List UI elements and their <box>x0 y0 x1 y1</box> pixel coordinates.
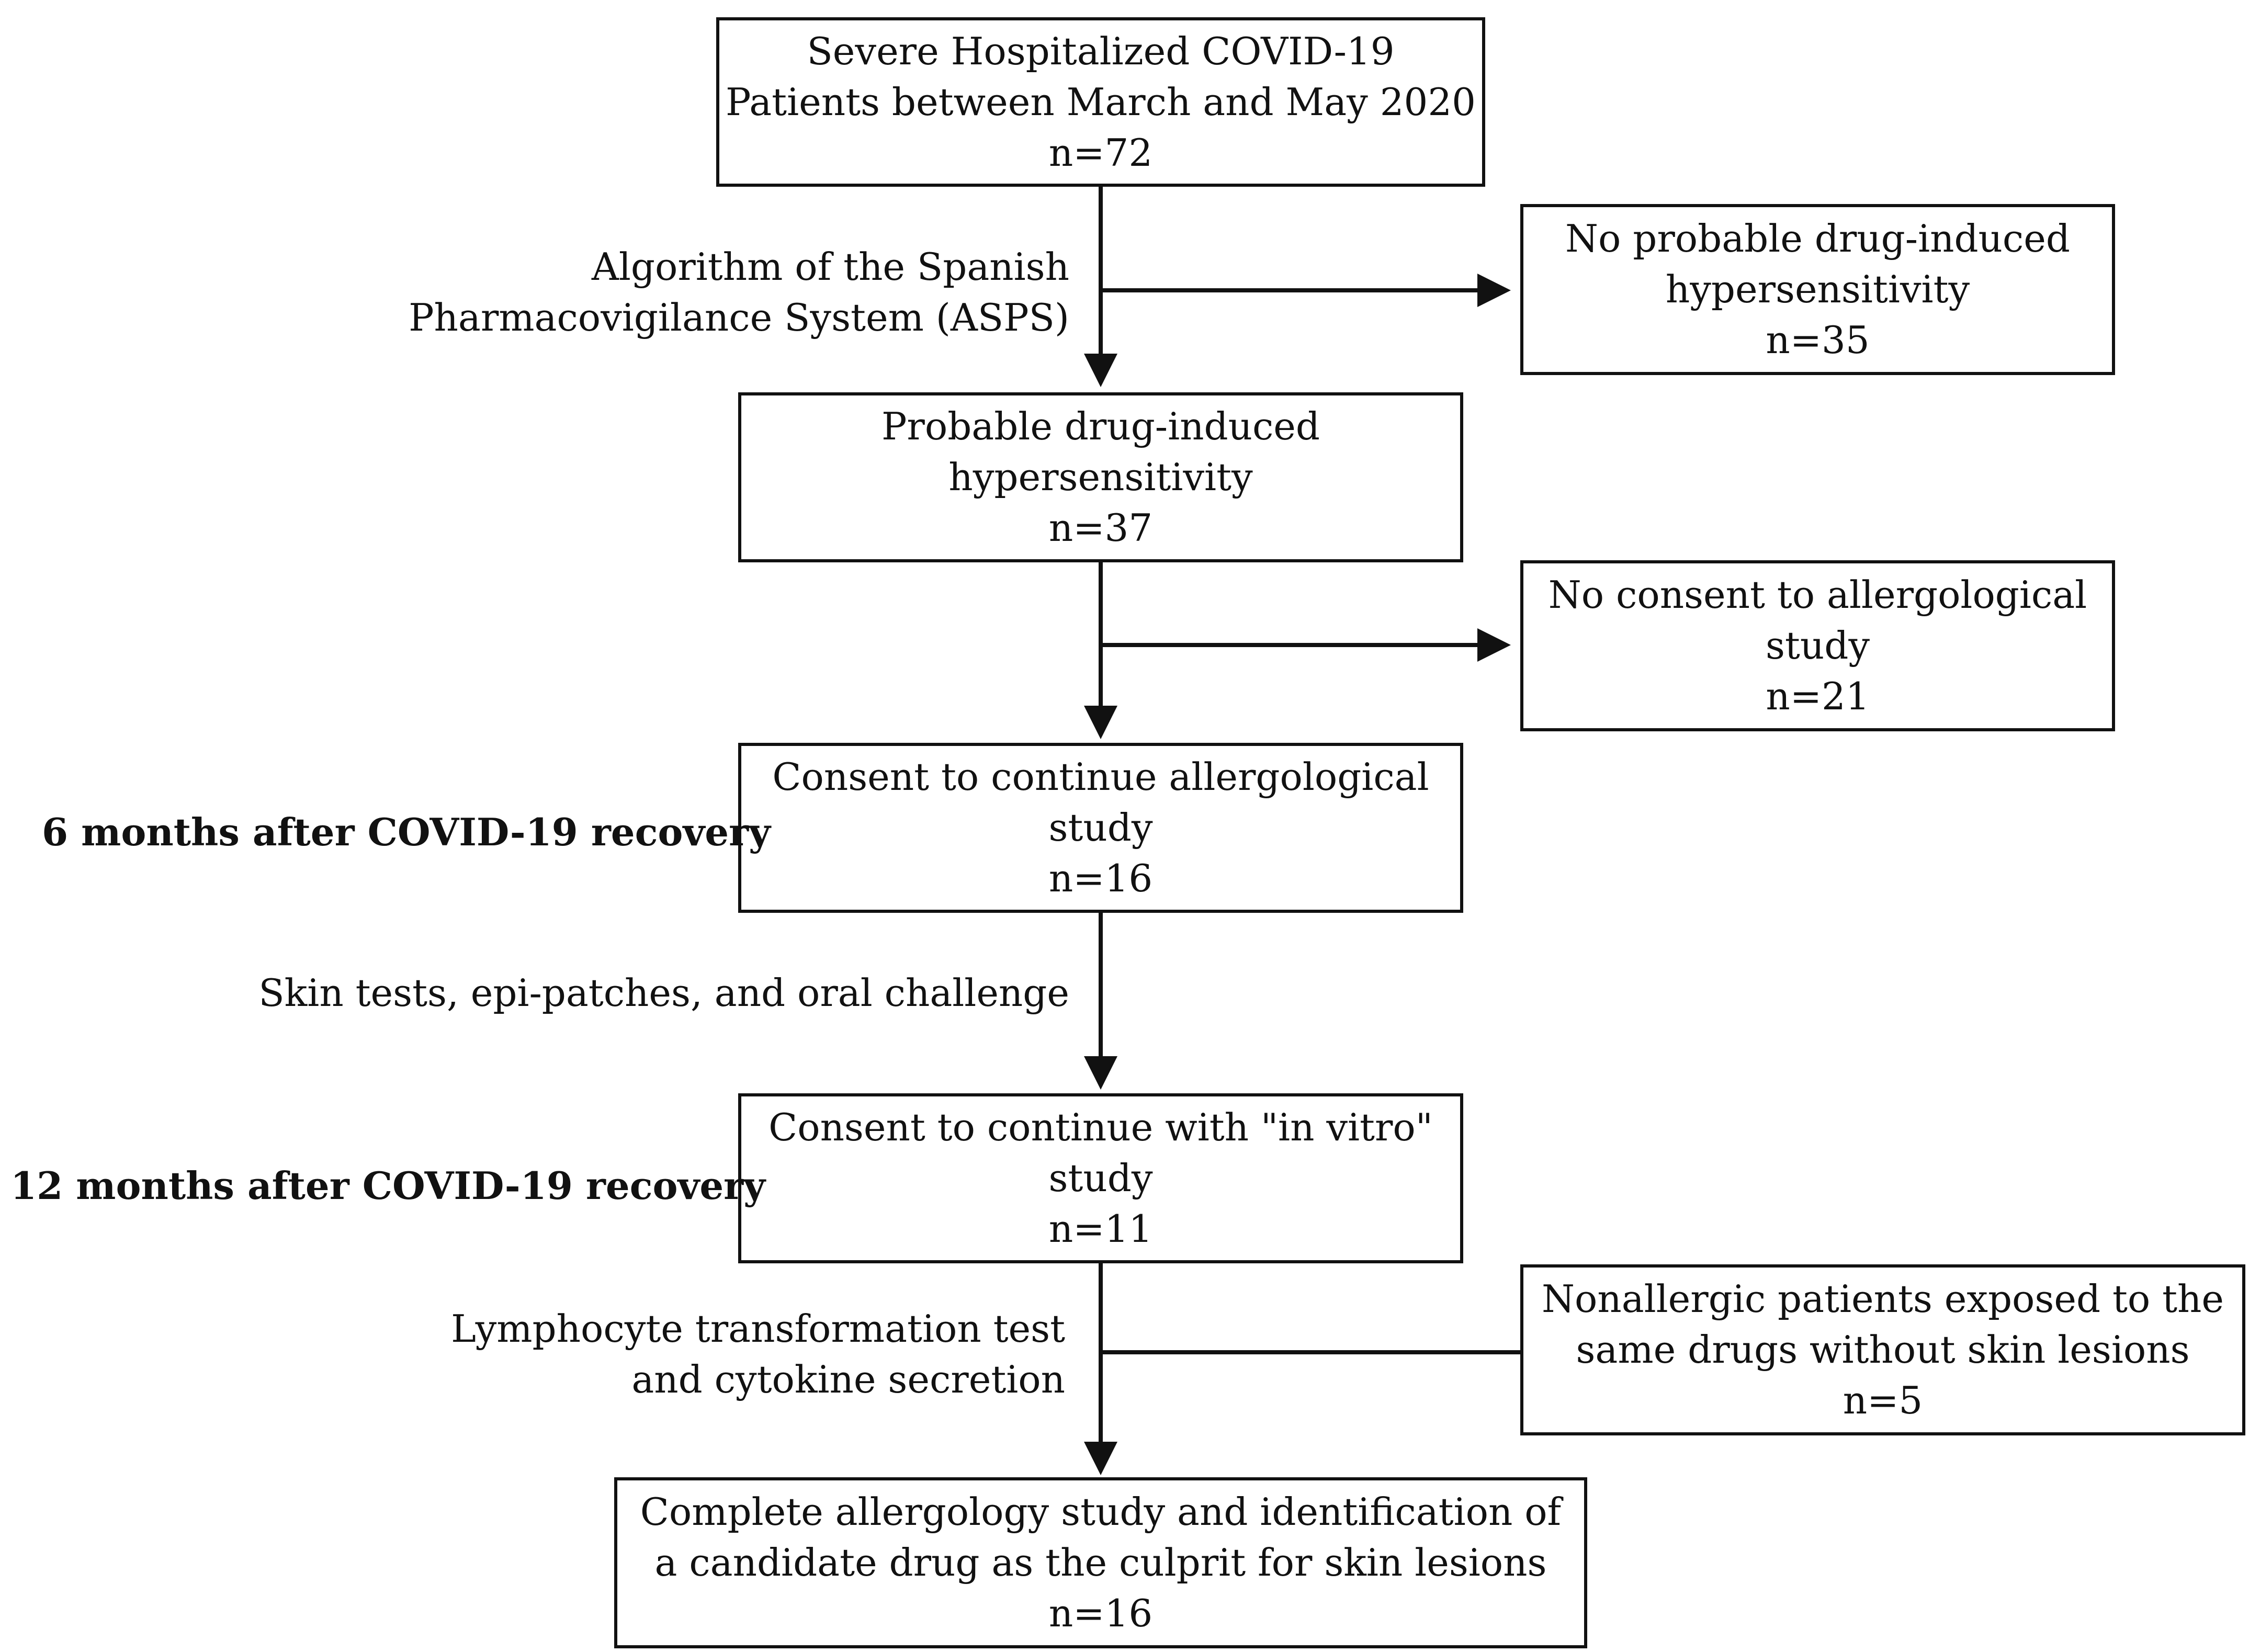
box-consent-in-vitro: Consent to continue with "in vitro" stud… <box>738 1093 1463 1263</box>
box-start-cohort: Severe Hospitalized COVID-19 Patients be… <box>716 17 1485 187</box>
box-no-probable-hypersensitivity: No probable drug-induced hypersensitivit… <box>1520 204 2115 375</box>
box-complete-line-2: a candidate drug as the culprit for skin… <box>654 1541 1547 1585</box>
label-ltt-line-1: Lymphocyte transformation test <box>451 1307 1065 1351</box>
box-consent-line-3: n=16 <box>1048 856 1153 900</box>
box-complete-line-3: n=16 <box>1048 1591 1153 1635</box>
box-controls-line-3: n=5 <box>1843 1378 1923 1422</box>
label-lymphocyte-test: Lymphocyte transformation test and cytok… <box>451 1304 1065 1405</box>
box-consent-line-2: study <box>1048 806 1153 850</box>
box-excl-asps-line-3: n=35 <box>1766 318 1870 362</box>
box-invitro-line-3: n=11 <box>1048 1207 1153 1251</box>
box-probable-line-3: n=37 <box>1048 506 1153 550</box>
label-six-months: 6 months after COVID-19 recovery <box>42 810 771 854</box>
box-invitro-line-2: study <box>1048 1156 1153 1200</box>
box-excl-asps-line-2: hypersensitivity <box>1665 267 1970 311</box>
label-ltt-line-2: and cytokine secretion <box>631 1357 1065 1401</box>
box-excl-consent-line-3: n=21 <box>1766 674 1870 718</box>
box-nonallergic-controls: Nonallergic patients exposed to the same… <box>1520 1264 2245 1435</box>
box-controls-line-1: Nonallergic patients exposed to the <box>1541 1277 2224 1321</box>
box-excl-consent-line-2: study <box>1765 624 1870 667</box>
box-probable-line-1: Probable drug-induced <box>881 404 1320 448</box>
box-probable-hypersensitivity: Probable drug-induced hypersensitivity n… <box>738 392 1463 562</box>
label-skin-tests: Skin tests, epi-patches, and oral challe… <box>258 968 1069 1019</box>
box-consent-allergological: Consent to continue allergological study… <box>738 743 1463 913</box>
label-asps-algorithm: Algorithm of the Spanish Pharmacovigilan… <box>409 242 1069 343</box>
box-excl-consent-line-1: No consent to allergological <box>1548 573 2087 617</box>
box-consent-line-1: Consent to continue allergological <box>772 755 1429 799</box>
box-start-line-1: Severe Hospitalized COVID-19 <box>807 29 1395 73</box>
label-asps-line-2: Pharmacovigilance System (ASPS) <box>409 296 1069 340</box>
box-start-line-2: Patients between March and May 2020 <box>726 80 1476 124</box>
box-complete-study: Complete allergology study and identific… <box>614 1477 1587 1648</box>
label-asps-line-1: Algorithm of the Spanish <box>591 245 1069 289</box>
box-excl-asps-line-1: No probable drug-induced <box>1565 217 2070 261</box>
box-controls-line-2: same drugs without skin lesions <box>1576 1328 2190 1372</box>
box-probable-line-2: hypersensitivity <box>948 455 1253 499</box>
label-skin-tests-line-1: Skin tests, epi-patches, and oral challe… <box>258 971 1069 1015</box>
box-start-line-3: n=72 <box>1048 130 1153 175</box>
box-invitro-line-1: Consent to continue with "in vitro" <box>768 1105 1433 1149</box>
box-no-consent: No consent to allergological study n=21 <box>1520 560 2115 731</box>
box-complete-line-1: Complete allergology study and identific… <box>640 1490 1562 1534</box>
label-twelve-months: 12 months after COVID-19 recovery <box>10 1163 765 1208</box>
